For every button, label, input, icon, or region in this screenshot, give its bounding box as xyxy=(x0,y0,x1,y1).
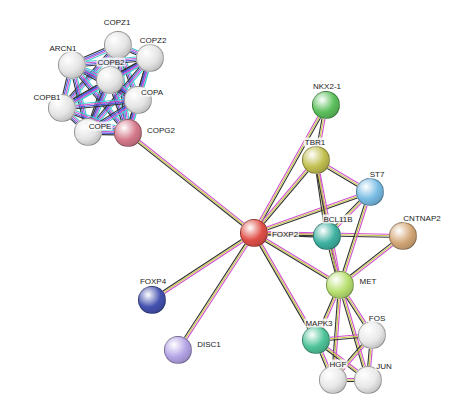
evidence-line xyxy=(187,246,248,340)
interaction-edge xyxy=(347,379,354,382)
evidence-line xyxy=(267,197,357,229)
interaction-edge xyxy=(267,195,358,229)
interaction-edge xyxy=(86,57,137,66)
interaction-edge xyxy=(102,130,114,135)
evidence-line xyxy=(102,131,114,132)
protein-node: ARCN1 xyxy=(58,51,86,79)
evidence-line xyxy=(327,168,357,186)
evidence-line xyxy=(328,167,358,185)
evidence-line xyxy=(329,166,359,184)
protein-node: HGF xyxy=(319,366,347,394)
evidence-line xyxy=(368,349,370,366)
protein-label: COPZ2 xyxy=(139,36,168,45)
protein-label: TBR1 xyxy=(304,138,326,147)
protein-label: ST7 xyxy=(369,170,386,179)
protein-label: NKX2-1 xyxy=(312,82,342,91)
protein-node: FOXP4 xyxy=(138,286,166,314)
protein-node: COPA xyxy=(124,86,152,114)
interaction-edge xyxy=(330,335,358,340)
protein-label: HGF xyxy=(329,360,348,369)
evidence-line xyxy=(329,250,335,272)
protein-node: FOS xyxy=(358,321,386,349)
evidence-line xyxy=(63,78,67,94)
evidence-line xyxy=(184,244,245,338)
evidence-line xyxy=(186,245,247,339)
protein-label: MET xyxy=(359,277,378,286)
protein-label: DISC1 xyxy=(196,340,222,349)
protein-label: CNTNAP2 xyxy=(402,214,441,223)
evidence-line xyxy=(74,86,98,100)
protein-label: COPZ1 xyxy=(103,18,132,27)
protein-label: FOXP4 xyxy=(139,277,167,286)
interaction-edge xyxy=(368,349,373,366)
evidence-line xyxy=(264,172,308,224)
evidence-line xyxy=(138,143,242,226)
interaction-edge xyxy=(63,78,71,95)
protein-node: BCL11B xyxy=(313,222,341,250)
protein-label: BCL11B xyxy=(322,215,353,224)
interaction-edge xyxy=(329,249,338,272)
evidence-line xyxy=(74,88,98,102)
evidence-line xyxy=(268,198,358,230)
evidence-line xyxy=(350,243,391,275)
evidence-line xyxy=(267,195,357,227)
protein-node: CNTNAP2 xyxy=(389,222,417,250)
evidence-line xyxy=(139,142,243,225)
evidence-line xyxy=(347,379,354,380)
evidence-line xyxy=(163,239,242,291)
interaction-edge xyxy=(350,243,393,277)
interaction-edge xyxy=(260,244,311,328)
protein-node: COPE xyxy=(74,118,102,146)
protein-label: COPA xyxy=(140,88,164,97)
evidence-line xyxy=(260,246,308,329)
protein-label: COPB1 xyxy=(32,93,61,102)
protein-label: COPB2 xyxy=(96,58,125,67)
protein-label: FOS xyxy=(368,314,386,323)
protein-label: FOXP2 xyxy=(271,230,299,239)
protein-node: COPZ2 xyxy=(136,44,164,72)
interaction-edge xyxy=(327,166,358,186)
protein-node: DISC1 xyxy=(164,336,192,364)
evidence-line xyxy=(84,49,104,58)
evidence-line xyxy=(262,244,310,327)
evidence-line xyxy=(130,113,132,119)
protein-node: TBR1 xyxy=(302,146,330,174)
protein-label: JUN xyxy=(375,362,393,371)
protein-label: COPG2 xyxy=(146,126,176,135)
protein-node: COPB1 xyxy=(48,94,76,122)
interaction-edge xyxy=(76,99,125,109)
evidence-line xyxy=(76,104,124,109)
evidence-line xyxy=(330,338,358,341)
protein-node: FOXP2 xyxy=(240,219,268,247)
evidence-line xyxy=(140,141,244,224)
protein-node: MAPK3 xyxy=(302,326,330,354)
protein-node: COPB2 xyxy=(96,66,124,94)
interaction-edge xyxy=(184,244,247,339)
evidence-line xyxy=(102,133,114,134)
protein-label: MAPK3 xyxy=(304,319,333,328)
protein-node: COPZ1 xyxy=(104,31,132,59)
protein-label: COPE xyxy=(88,122,113,131)
evidence-line xyxy=(351,245,392,277)
evidence-line xyxy=(352,246,393,278)
evidence-line xyxy=(261,245,309,328)
evidence-line xyxy=(320,353,326,367)
evidence-line xyxy=(73,85,97,99)
protein-node: JUN xyxy=(354,366,382,394)
evidence-line xyxy=(262,170,306,222)
evidence-line xyxy=(347,381,354,382)
interaction-edge xyxy=(73,85,99,103)
protein-label: ARCN1 xyxy=(48,44,77,53)
protein-node: NKX2-1 xyxy=(312,91,340,119)
protein-node: ST7 xyxy=(356,178,384,206)
evidence-line xyxy=(347,378,354,379)
protein-node: COPG2 xyxy=(114,119,142,147)
evidence-line xyxy=(102,134,114,135)
protein-node: MET xyxy=(326,271,354,299)
interaction-edge xyxy=(138,141,244,226)
